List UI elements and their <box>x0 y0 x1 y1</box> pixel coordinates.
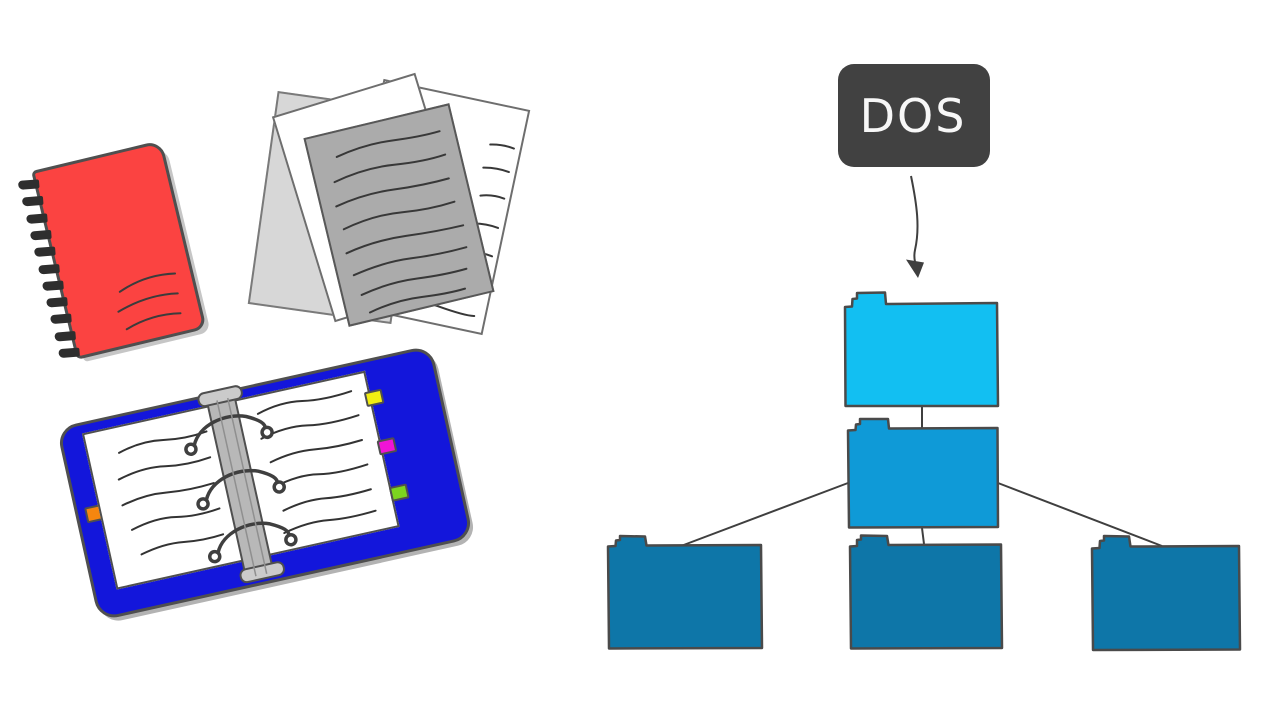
binder-ring-clips <box>184 397 298 577</box>
spiral-notebook <box>16 139 207 364</box>
arrowhead-icon <box>906 259 924 278</box>
paper-text-lines <box>333 130 468 314</box>
folder-leaf-right <box>1090 534 1242 652</box>
folder-root <box>843 291 1000 408</box>
paper-sheet-top <box>303 103 495 327</box>
paper-stack <box>0 0 560 400</box>
binder-page-lines <box>117 390 377 556</box>
connector-level2-middle <box>921 527 925 545</box>
connector-level2-left <box>680 482 849 547</box>
notebook-scribbles <box>117 272 182 331</box>
connector-level2-right <box>997 482 1163 547</box>
dos-label: DOS <box>860 89 967 143</box>
folder-leaf-middle <box>848 534 1004 650</box>
dos-arrow-shaft <box>910 175 919 268</box>
folder-leaf-left <box>606 534 764 650</box>
dos-box <box>838 64 990 167</box>
folder-level2 <box>846 417 1000 529</box>
ring-binder <box>56 344 474 622</box>
